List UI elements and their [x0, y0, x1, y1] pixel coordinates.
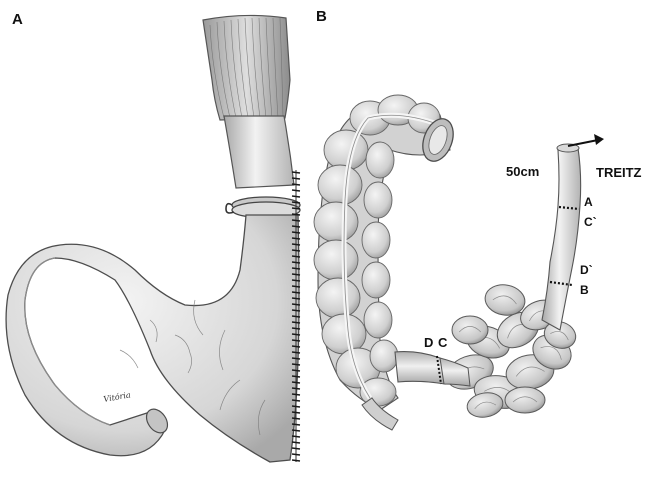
staple: [292, 406, 300, 407]
staple: [292, 400, 300, 401]
haustra-segment: [314, 202, 358, 242]
haustra-segment: [364, 302, 392, 338]
staple: [292, 238, 300, 239]
staple: [292, 184, 300, 185]
haustra-segment: [316, 278, 360, 318]
haustra-segment: [366, 142, 394, 178]
panel-b: B 50cm TREITZ A C` D` B D C: [314, 8, 642, 430]
label-c-prime: C`: [584, 215, 597, 229]
bowel-loop: [452, 316, 488, 344]
staple: [292, 412, 300, 413]
haustra-segment: [362, 262, 390, 298]
staple: [292, 340, 300, 341]
haustra-segment: [314, 240, 358, 280]
panel-a: Vitória A: [6, 11, 300, 462]
label-d-prime: D`: [580, 263, 593, 277]
staple: [292, 250, 300, 251]
jejunal-limb: [542, 144, 581, 330]
panel-b-label: B: [316, 8, 327, 25]
staple: [292, 364, 300, 365]
staple: [292, 256, 300, 257]
staple: [292, 220, 300, 221]
panel-a-label: A: [12, 11, 23, 28]
staple: [292, 424, 300, 425]
staple: [292, 172, 300, 173]
staple: [292, 442, 300, 443]
staple: [292, 244, 300, 245]
staple: [292, 448, 300, 449]
staple: [292, 328, 300, 329]
haustra-segment: [318, 165, 362, 205]
label-a: A: [584, 195, 593, 209]
staple: [292, 316, 300, 317]
staple: [292, 208, 300, 209]
staple: [292, 376, 300, 377]
staple: [292, 358, 300, 359]
staple: [292, 274, 300, 275]
staple: [292, 454, 300, 455]
staple: [292, 232, 300, 233]
label-c: C: [438, 335, 448, 350]
staple: [292, 304, 300, 305]
staple: [292, 334, 300, 335]
staple: [292, 178, 300, 179]
treitz-arrow: [568, 134, 604, 146]
haustra-segment: [324, 130, 368, 170]
terminal-segment: [395, 352, 445, 384]
staple: [292, 280, 300, 281]
staple: [292, 418, 300, 419]
staple: [292, 436, 300, 437]
staple: [292, 190, 300, 191]
haustra-segment: [370, 340, 398, 372]
staple: [292, 214, 300, 215]
label-d: D: [424, 335, 433, 350]
staple: [292, 286, 300, 287]
artist-signature: Vitória: [103, 390, 132, 404]
gastric-tube: [6, 215, 299, 462]
staple: [292, 430, 300, 431]
staple: [292, 292, 300, 293]
staple: [292, 268, 300, 269]
staple: [292, 346, 300, 347]
staple: [292, 460, 300, 461]
staple: [292, 388, 300, 389]
staple: [292, 298, 300, 299]
staple: [292, 310, 300, 311]
haustra-segment: [362, 222, 390, 258]
esophagus: [203, 15, 294, 188]
label-b: B: [580, 283, 589, 297]
staple: [292, 352, 300, 353]
staple: [292, 322, 300, 323]
haustra-segment: [364, 182, 392, 218]
staple: [292, 202, 300, 203]
staple: [292, 370, 300, 371]
staple: [292, 382, 300, 383]
staple: [292, 226, 300, 227]
staple: [292, 196, 300, 197]
treitz-label: TREITZ: [596, 165, 642, 180]
bowel-loop: [505, 387, 545, 413]
staple: [292, 262, 300, 263]
distance-label: 50cm: [506, 164, 539, 179]
staple: [292, 394, 300, 395]
